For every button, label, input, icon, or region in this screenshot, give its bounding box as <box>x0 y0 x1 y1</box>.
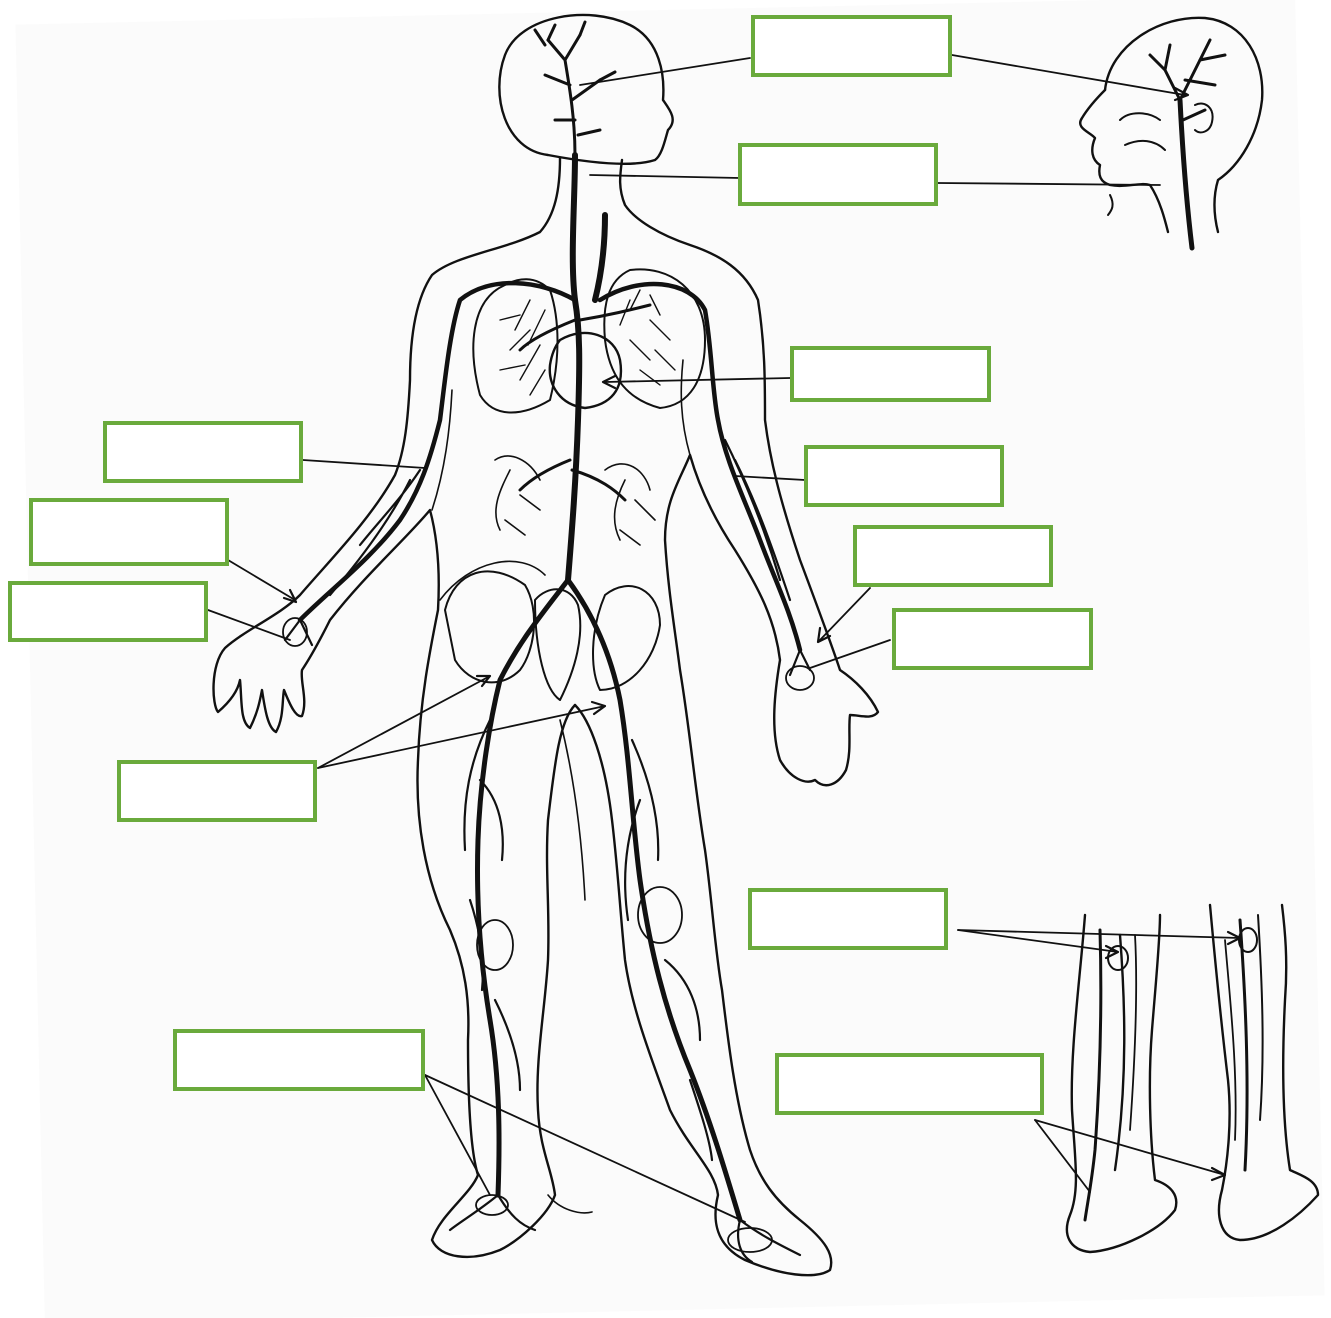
label-box-pelvis[interactable] <box>117 760 317 822</box>
label-box-upper-arm-left-side[interactable] <box>804 445 1004 507</box>
label-box-neck[interactable] <box>738 143 938 206</box>
label-box-forearm-left-side[interactable] <box>853 525 1053 587</box>
label-box-foot[interactable] <box>173 1029 425 1091</box>
head-profile-illustration <box>1080 18 1262 248</box>
label-box-heart[interactable] <box>790 346 991 402</box>
label-box-upper-arm-right-side[interactable] <box>103 421 303 483</box>
label-box-wrist-left-side[interactable] <box>892 608 1093 670</box>
label-box-ankle[interactable] <box>775 1053 1044 1115</box>
label-box-forearm-right-side[interactable] <box>29 498 229 566</box>
label-box-head-upper[interactable] <box>751 15 952 77</box>
label-box-wrist-right-side[interactable] <box>8 581 208 642</box>
lower-legs-illustration <box>1067 905 1318 1252</box>
label-box-knee[interactable] <box>748 888 948 950</box>
